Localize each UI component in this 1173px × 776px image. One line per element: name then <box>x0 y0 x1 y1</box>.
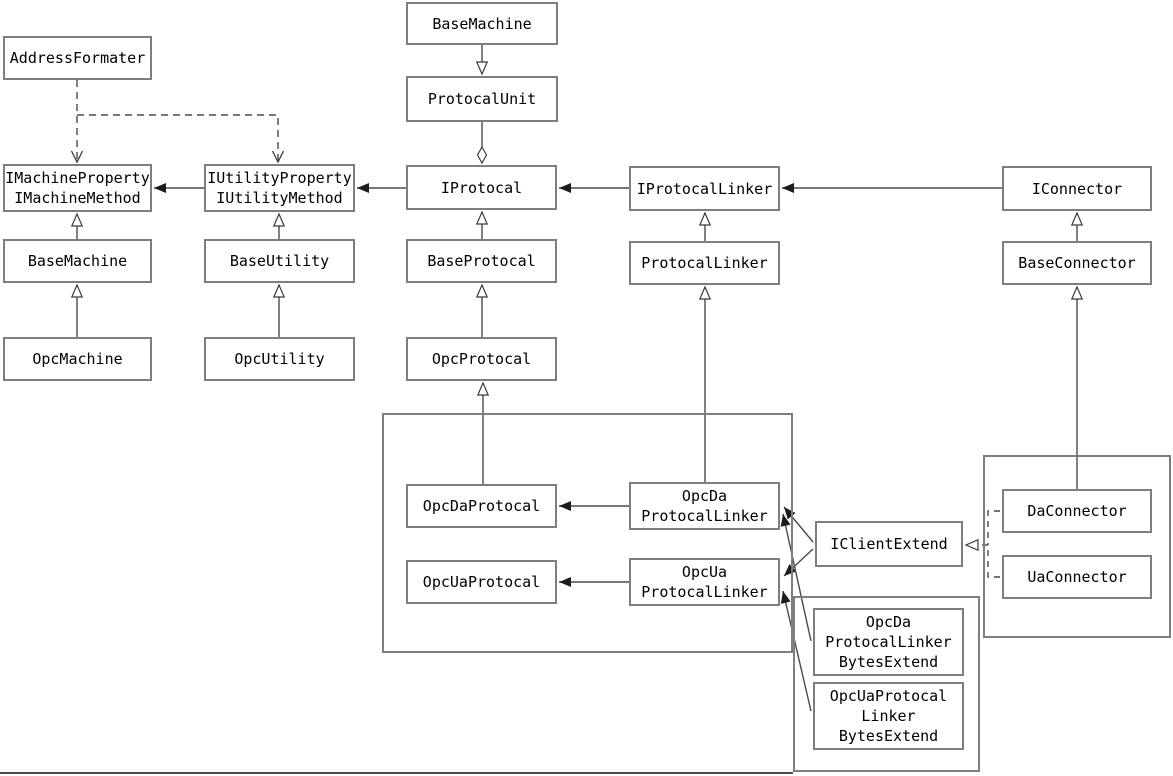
class-node-opcuaprotocal: OpcUaProtocal <box>406 560 557 604</box>
class-node-opcprotocal: OpcProtocal <box>406 337 557 381</box>
edge-opcdabytesextend-to-opcdalinker <box>780 513 812 642</box>
class-node-protocallinker: ProtocalLinker <box>629 241 780 285</box>
edge-opcuabytesextend-to-opcualinker <box>780 590 812 712</box>
group-connector-container <box>983 455 1171 638</box>
class-node-iprotocal: IProtocal <box>406 165 557 210</box>
class-node-addressformater: AddressFormater <box>3 36 152 80</box>
class-node-opcdaprotocal: OpcDaProtocal <box>406 484 557 528</box>
group-bytesextend-container <box>793 596 980 772</box>
class-node-iclientextend: IClientExtend <box>815 521 963 567</box>
group-opc-protocal-linker-container <box>382 413 793 653</box>
class-node-imachineproperty: IMachineProperty IMachineMethod <box>3 164 152 212</box>
class-node-opcutility: OpcUtility <box>204 337 355 381</box>
class-node-opcda-protocallinker-bytesextend: OpcDa ProtocalLinker BytesExtend <box>813 608 964 676</box>
edge-iclientextend-to-opcualinker <box>783 548 814 577</box>
edge-uaconnector-to-iclientextend-dashed <box>987 545 1000 578</box>
class-node-opcda-protocallinker: OpcDa ProtocalLinker <box>629 482 780 530</box>
class-node-opcua-protocallinker: OpcUa ProtocalLinker <box>629 558 780 606</box>
class-node-opcmachine: OpcMachine <box>3 337 152 381</box>
class-node-baseprotocal: BaseProtocal <box>406 239 557 283</box>
class-node-opcuaprotocal-linker-bytesextend: OpcUaProtocal Linker BytesExtend <box>813 682 964 750</box>
edge-daconnector-to-iclientextend-dashed <box>987 510 1000 545</box>
class-node-protocalunit: ProtocalUnit <box>406 76 558 122</box>
edge-iclientextend-to-opcdalinker <box>783 506 814 543</box>
class-node-uaconnector: UaConnector <box>1002 555 1152 599</box>
class-node-basemachine: BaseMachine <box>3 239 152 283</box>
class-node-iprotocallinker: IProtocalLinker <box>629 166 780 211</box>
class-node-baseconnector: BaseConnector <box>1002 241 1152 285</box>
class-node-daconnector: DaConnector <box>1002 489 1152 533</box>
class-node-iconnector: IConnector <box>1002 166 1152 211</box>
class-node-iutilityproperty: IUtilityProperty IUtilityMethod <box>204 164 355 212</box>
class-node-baseutility: BaseUtility <box>204 239 355 283</box>
edge-addressformater-to-iutility-dependency <box>77 114 278 162</box>
class-node-basemachine-top: BaseMachine <box>406 2 558 45</box>
